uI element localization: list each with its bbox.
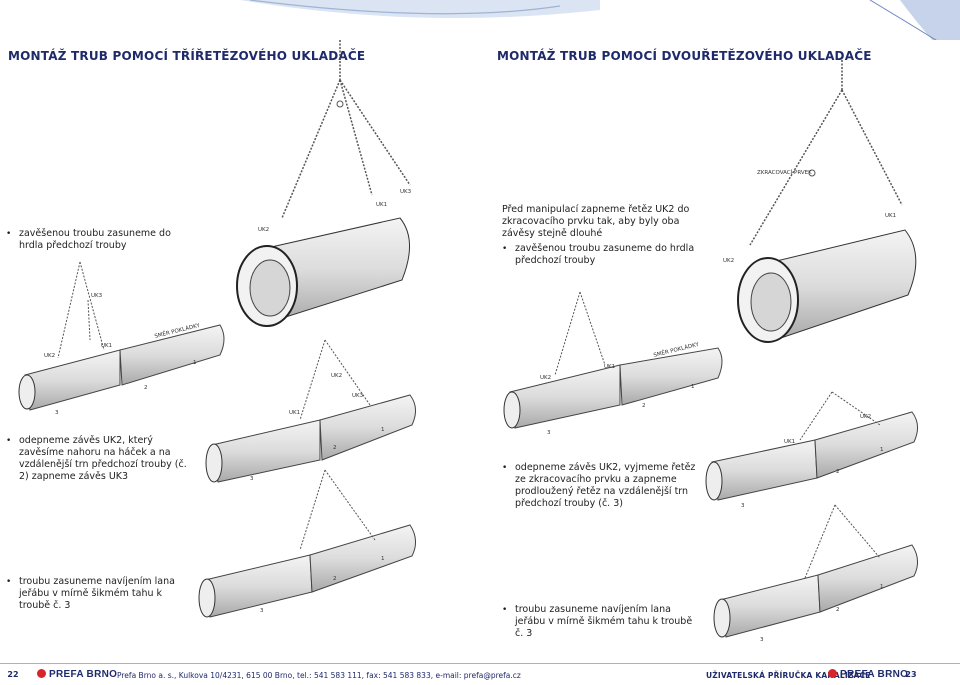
left-label-uk1-c: UK1	[289, 410, 300, 416]
brand-logo-right: PREFA BRNO	[828, 669, 908, 680]
right-label-n3-b: 3	[741, 503, 745, 509]
left-label-n2-b: 2	[333, 445, 337, 451]
footer-guide-title: UŽIVATELSKÁ PŘÍRUČKA KANALIZACE	[706, 671, 871, 680]
footer-rule	[0, 663, 960, 664]
right-label-uk2-c: UK2	[860, 414, 871, 420]
left-bullet-1: •zavěšenou troubu zasuneme do hrdla před…	[6, 228, 171, 251]
page-number-right: 23	[905, 670, 917, 679]
left-bullet-2: •odepneme závěs UK2, který zavěsíme naho…	[6, 435, 187, 482]
right-bullet-2: •odepneme závěs UK2, vyjmeme řetěz ze zk…	[502, 462, 696, 509]
left-label-n1-c: 1	[381, 556, 385, 562]
page-number-left: 22	[7, 670, 19, 679]
right-label-uk2-a: UK2	[723, 258, 734, 264]
left-heading: MONTÁŽ TRUB POMOCÍ TŘÍŘETĚZOVÉHO UKLADAČ…	[8, 49, 366, 63]
right-label-n1-b: 1	[880, 447, 884, 453]
left-step2	[205, 339, 416, 483]
left-bullet-3: •troubu zasuneme navíjením lana jeřábu v…	[6, 576, 175, 611]
right-intro: Před manipulací zapneme řetěz UK2 do zkr…	[502, 204, 690, 239]
right-label-shortener: ZKRACOVACÍ PRVEK	[757, 169, 812, 176]
right-step3	[713, 504, 918, 638]
left-pipe-hanging	[236, 40, 411, 327]
left-label-n3-a: 3	[55, 410, 59, 416]
right-label-uk1-b: UK1	[604, 364, 615, 370]
left-label-uk2-c: UK2	[331, 373, 342, 379]
right-heading: MONTÁŽ TRUB POMOCÍ DVOUŘETĚZOVÉHO UKLADA…	[497, 49, 872, 63]
right-label-n1-c: 1	[880, 584, 884, 590]
right-step2	[705, 391, 918, 501]
right-label-n3-c: 3	[760, 637, 764, 643]
brand-logo-left: PREFA BRNO	[37, 669, 117, 680]
illustrations: UK2 UK1 UK3 UK3 UK2 UK1 SMĚR POKLÁDKY 1 …	[18, 40, 918, 643]
footer-contact: Prefa Brno a. s., Kulkova 10/4231, 615 0…	[117, 671, 521, 680]
left-label-n2-a: 2	[144, 385, 148, 391]
page-footer: 22 PREFA BRNO Prefa Brno a. s., Kulkova …	[0, 662, 960, 685]
left-label-uk3-c: UK3	[352, 393, 364, 399]
right-label-n2-c: 2	[836, 607, 840, 613]
right-label-uk2-b: UK2	[540, 375, 551, 381]
brand-mark-icon	[37, 669, 46, 678]
left-label-n1-a: 1	[193, 360, 197, 366]
right-label-n3-a: 3	[547, 430, 551, 436]
brand-mark-icon	[828, 669, 837, 678]
right-label-uk1-c: UK1	[784, 439, 795, 445]
right-pipe-hanging	[737, 60, 917, 343]
left-label-uk3-b: UK3	[91, 293, 103, 299]
left-label-n3-b: 3	[250, 476, 254, 482]
left-label-n1-b: 1	[381, 427, 385, 433]
header-swoosh	[240, 0, 960, 40]
left-label-uk1-b: UK1	[101, 343, 112, 349]
right-bullet-1: •zavěšenou troubu zasuneme do hrdla před…	[502, 243, 695, 266]
left-label-uk1-a: UK1	[376, 202, 387, 208]
right-step1	[503, 291, 723, 429]
left-label-n2-c: 2	[333, 576, 337, 582]
right-label-n2-a: 2	[642, 403, 646, 409]
left-label-n3-c: 3	[260, 608, 264, 614]
left-label-uk2-b: UK2	[44, 353, 55, 359]
right-label-n1-a: 1	[691, 384, 695, 390]
left-label-uk3-a: UK3	[400, 189, 412, 195]
right-label-n2-b: 2	[836, 469, 840, 475]
left-step3	[198, 469, 416, 618]
left-label-uk2-a: UK2	[258, 227, 269, 233]
right-bullet-3: •troubu zasuneme navíjením lana jeřábu v…	[502, 604, 693, 639]
left-step1	[18, 261, 225, 411]
right-label-uk1-a: UK1	[885, 213, 896, 219]
